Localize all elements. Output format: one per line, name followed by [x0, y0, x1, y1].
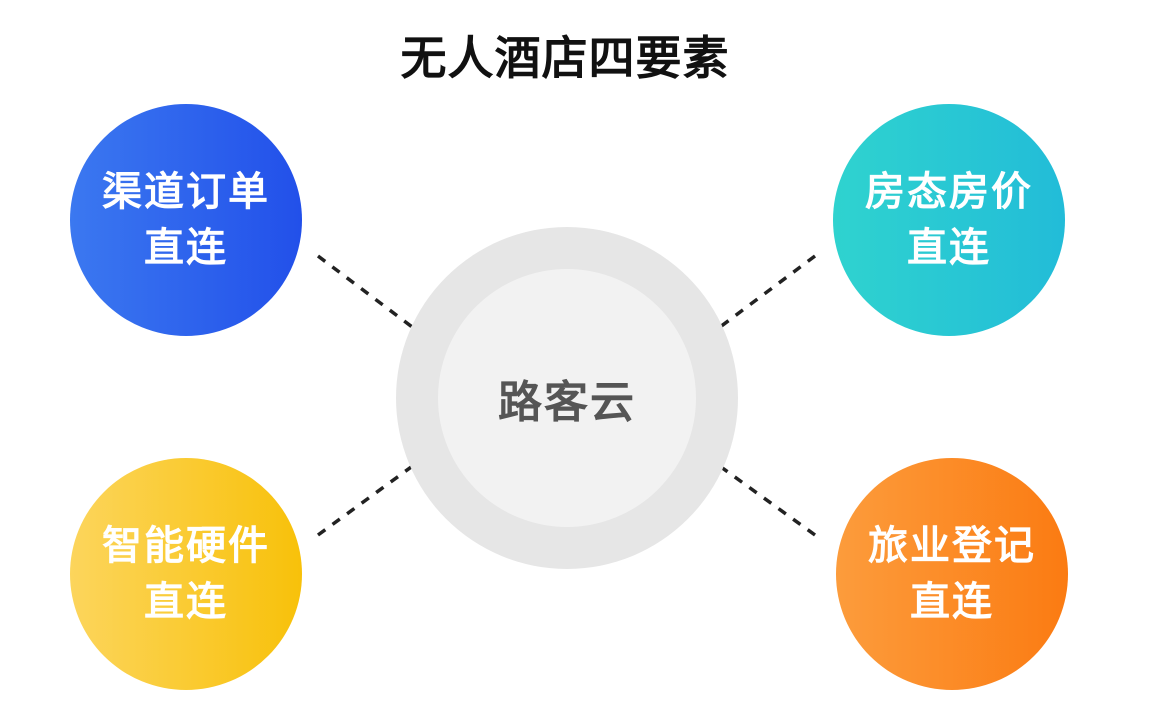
node-channel-order: 渠道订单 直连: [70, 104, 302, 336]
node-label-line2: 直连: [910, 579, 994, 625]
node-guest-registration: 旅业登记 直连: [836, 458, 1068, 690]
hub-label: 路客云: [498, 377, 636, 428]
node-room-rate: 房态房价 直连: [833, 104, 1065, 336]
node-label-line1: 智能硬件: [102, 523, 270, 569]
node-label-line1: 渠道订单: [102, 169, 270, 215]
node-label-line2: 直连: [907, 225, 991, 271]
node-label-line2: 直连: [144, 225, 228, 271]
page-title: 无人酒店四要素: [400, 31, 730, 85]
node-label-line1: 旅业登记: [868, 523, 1036, 569]
node-label-line1: 房态房价: [865, 169, 1033, 215]
hub-circle: 路客云: [438, 269, 696, 527]
node-smart-hardware: 智能硬件 直连: [70, 458, 302, 690]
connector-bottom-left: [316, 444, 442, 537]
node-label-line2: 直连: [144, 579, 228, 625]
